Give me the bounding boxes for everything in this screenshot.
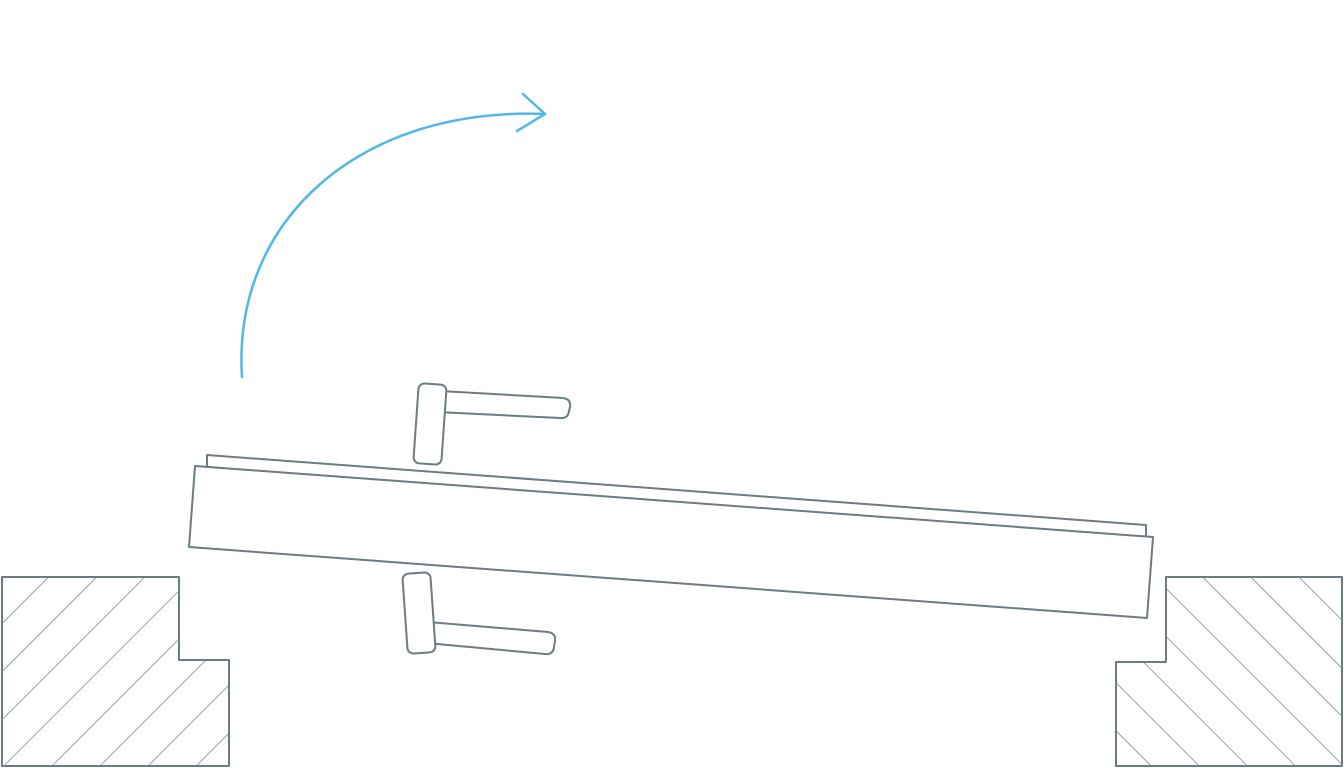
- window-sash: [188, 465, 1154, 619]
- handle-top-lever: [436, 390, 572, 420]
- rotation-arrowhead: [515, 92, 547, 133]
- handle-top-base: [412, 382, 448, 466]
- curved-arrow-icon: [240, 92, 547, 379]
- handle-bottom-lever: [425, 621, 557, 656]
- handle-bottom-base: [401, 571, 437, 655]
- right-wall-section: [1115, 576, 1343, 767]
- handle-top: [412, 382, 572, 466]
- left-wall-section: [1, 576, 230, 767]
- handle-bottom: [401, 571, 557, 656]
- rotation-arc: [240, 112, 546, 379]
